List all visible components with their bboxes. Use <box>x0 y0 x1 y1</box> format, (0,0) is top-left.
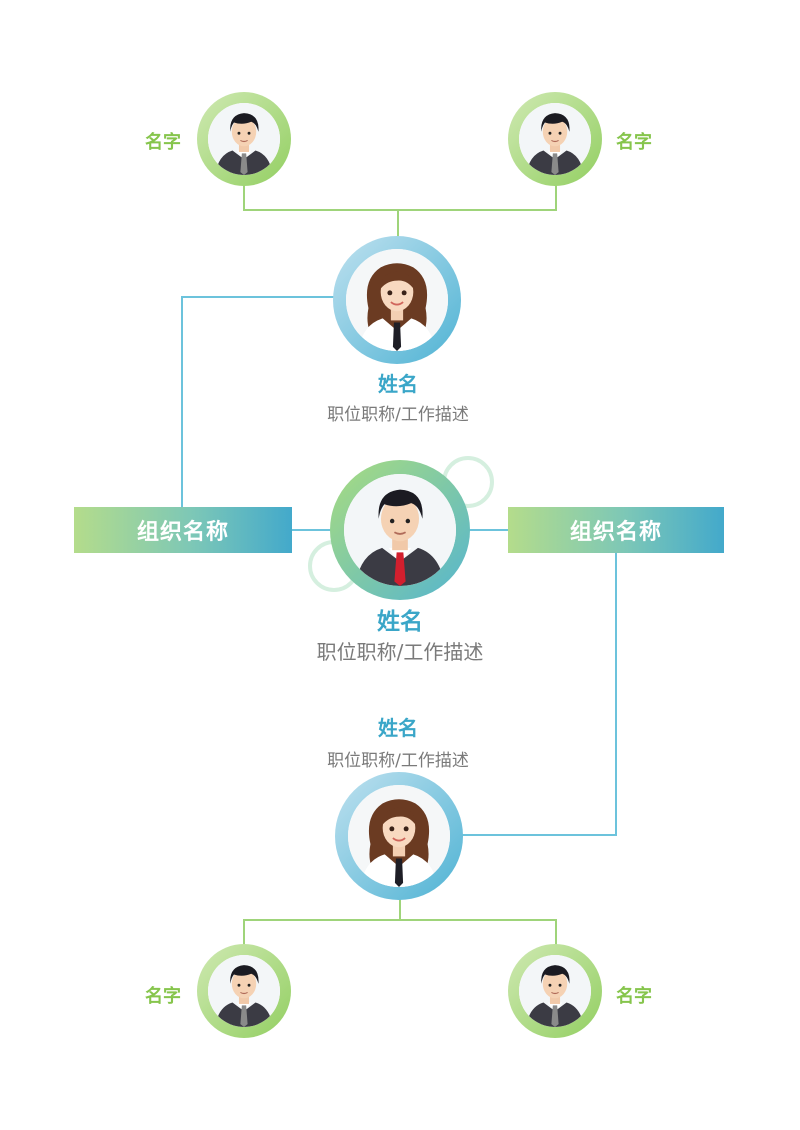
male-avatar-icon <box>208 955 280 1027</box>
bottom-member-right[interactable]: 名字 <box>506 942 666 1042</box>
member-name: 名字 <box>145 132 181 153</box>
member-avatar-ring <box>197 944 291 1038</box>
member-avatar-ring <box>508 92 602 186</box>
person-title: 职位职称/工作描述 <box>327 751 469 771</box>
connector-right-org-to-lower <box>462 553 617 836</box>
lower-person[interactable]: 姓名 职位职称/工作描述 <box>298 710 498 900</box>
top-member-left[interactable]: 名字 <box>140 90 300 190</box>
connector-bottom-children <box>243 919 557 946</box>
male-avatar-icon <box>519 955 591 1027</box>
male-avatar-icon <box>519 103 591 175</box>
connector-top-children <box>243 184 557 211</box>
female-avatar-icon <box>346 249 448 351</box>
org-unit-right[interactable]: 组织名称 <box>508 507 724 553</box>
org-unit-left[interactable]: 组织名称 <box>74 507 292 553</box>
person-title: 职位职称/工作描述 <box>327 405 469 425</box>
member-name: 名字 <box>616 986 652 1007</box>
center-person[interactable]: 姓名 职位职称/工作描述 <box>280 460 520 670</box>
person-title: 职位职称/工作描述 <box>316 640 484 664</box>
member-avatar-ring <box>508 944 602 1038</box>
bottom-member-left[interactable]: 名字 <box>140 942 300 1042</box>
member-name: 名字 <box>616 132 652 153</box>
member-avatar-ring <box>197 92 291 186</box>
female-avatar-icon <box>348 785 450 887</box>
person-avatar-ring <box>335 772 463 900</box>
person-avatar-ring <box>330 460 470 600</box>
person-name: 姓名 <box>377 609 423 635</box>
upper-person[interactable]: 姓名 职位职称/工作描述 <box>298 236 498 426</box>
member-name: 名字 <box>145 986 181 1007</box>
person-name: 姓名 <box>378 372 418 396</box>
male-avatar-icon <box>208 103 280 175</box>
person-name: 姓名 <box>378 716 418 740</box>
top-member-right[interactable]: 名字 <box>506 90 666 190</box>
connector-upper-to-left-org <box>181 296 334 508</box>
male-avatar-icon <box>344 474 456 586</box>
person-avatar-ring <box>333 236 461 364</box>
